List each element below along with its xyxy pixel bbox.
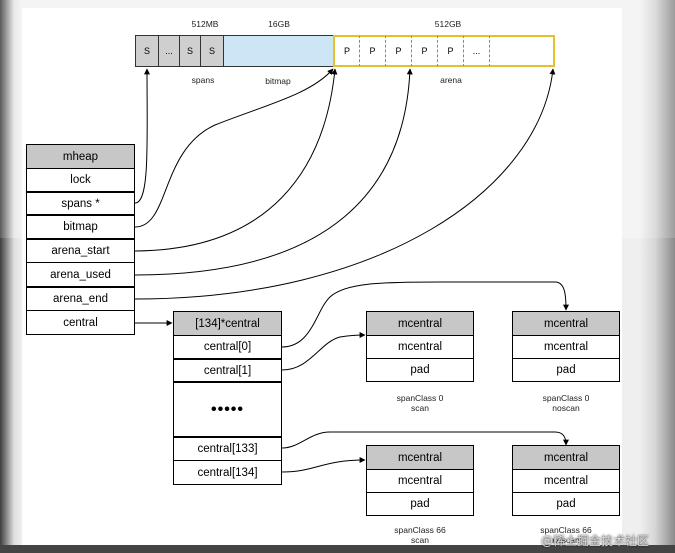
central-array-entry: central[134] [173,460,282,485]
mcentral-pad: pad [366,358,474,382]
mcentral-caption: spanClass 0 scan [380,393,460,413]
mcentral-pad: pad [512,358,620,382]
arrow-central0-to-noscan [281,281,569,348]
spans-size-label: 512MB [191,19,219,29]
arena-page-cell: P [360,35,386,67]
mcentral-caption-kind: noscan [552,535,580,545]
arena-page-cell: P [412,35,438,67]
arrow-arena-end [134,68,556,300]
arrow-bitmap-to-bitmap [134,68,334,228]
mcentral-caption-class: spanClass 0 [542,393,590,403]
mcentral-caption: spanClass 66 scan [380,525,460,545]
mheap-field-arena-end: arena_end [26,286,135,311]
central-array-title: [134]*central [173,311,282,336]
mcentral-caption-class: spanClass 0 [396,393,444,403]
mcentral-caption-kind: scan [411,535,429,545]
mcentral-field: mcentral [366,469,474,493]
arrow-arena-start [134,68,338,252]
arena-label: arena [440,75,462,85]
arrow-spans-to-spans [134,68,151,204]
mcentral-field: mcentral [512,469,620,493]
central-array-ellipsis: ••••• [173,381,282,437]
mcentral-caption-kind: noscan [552,403,580,413]
mcentral-title: mcentral [366,311,474,336]
central-array-entry: central[1] [173,358,282,382]
arena-size-label: 512GB [434,19,462,29]
span-cell: S [200,35,224,67]
spans-label: spans [191,75,215,85]
central-array-entry: central[0] [173,335,282,359]
watermark: @稀土掘金技术社区 [541,534,650,548]
mcentral-caption-kind: scan [411,403,429,413]
mcentral-caption-class: spanClass 66 [540,525,592,535]
mheap-title: mheap [26,144,135,169]
arena-page-cell: P [333,35,360,67]
arrow-central133-to-noscan [281,431,569,449]
mcentral-caption-class: spanClass 66 [394,525,446,535]
bottom-bar [0,545,675,553]
span-cell: ... [158,35,180,67]
mcentral-pad: pad [366,492,474,516]
arena-page-cell: P [438,35,464,67]
mcentral-caption: spanClass 66 noscan [526,525,606,545]
bitmap-size-label: 16GB [268,19,290,29]
arena-page-cell: ... [464,35,490,67]
arena-page-cell: P [386,35,412,67]
bitmap-region [223,35,334,67]
bitmap-label: bitmap [265,76,291,86]
arena-page-cell [490,35,555,67]
mcentral-pad: pad [512,492,620,516]
mcentral-field: mcentral [366,335,474,359]
mcentral-title: mcentral [366,445,474,470]
mheap-field-arena-used: arena_used [26,262,135,287]
mcentral-field: mcentral [512,335,620,359]
mheap-field-lock: lock [26,168,135,192]
mheap-field-central: central [26,310,135,335]
arrow-central134-to-scan [281,457,366,473]
arrow-arena-used [134,68,413,276]
arrow-central1-to-scan [281,332,366,371]
mcentral-caption: spanClass 0 noscan [526,393,606,413]
